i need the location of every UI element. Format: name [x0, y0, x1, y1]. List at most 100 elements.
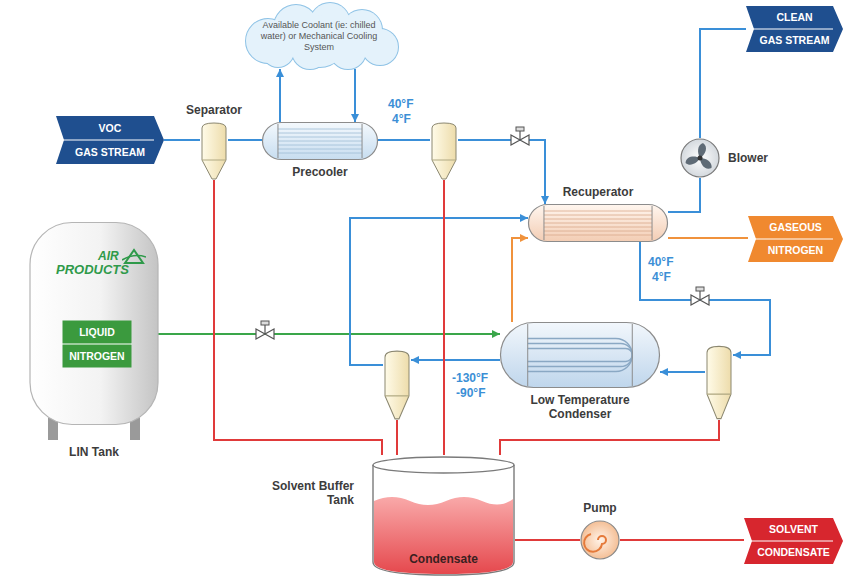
- pipe-connector: [354, 69, 356, 122]
- precooler-exchanger: Precooler: [262, 122, 378, 160]
- tube-sheet: [543, 206, 544, 240]
- stream-text: GAS STREAM: [759, 29, 829, 52]
- coolant-cloud: Available Coolant (ie: chilled water) or…: [238, 3, 400, 69]
- fan-blade: [684, 153, 701, 167]
- tag-body: [746, 6, 843, 52]
- recuperator-exchanger: Recuperator: [528, 204, 668, 242]
- equipment-label: Blower: [728, 151, 768, 165]
- tube-line: [544, 223, 652, 224]
- stream-tag: SOLVENTCONDENSATE: [744, 518, 843, 564]
- tag-divider: [62, 344, 132, 345]
- pump-impeller: [584, 534, 606, 552]
- cloud-fill: [246, 3, 398, 69]
- control-valve: [691, 287, 709, 305]
- buffer-tank: Solvent Buffer TankCondensate: [372, 455, 515, 576]
- pipe-connector: [228, 139, 262, 141]
- tube-line: [278, 149, 362, 150]
- tag-body: [63, 321, 132, 368]
- drain-pipe: [500, 420, 719, 455]
- tube-line: [278, 133, 362, 134]
- pump-symbol: Pump: [580, 520, 620, 560]
- drain-pipe: [396, 420, 398, 455]
- tag-divider: [753, 29, 833, 30]
- logo-text: PRODUCTS: [56, 263, 129, 278]
- tag-divider: [63, 140, 154, 141]
- temperature-label: -90°F: [456, 387, 485, 401]
- stream-text: CLEAN: [776, 6, 812, 29]
- gas-pipe: [350, 218, 528, 365]
- logo-text: AIR: [98, 250, 119, 264]
- tube-line: [544, 235, 652, 236]
- stream-tag: VOCGAS STREAM: [56, 116, 164, 164]
- tube-sheet: [527, 324, 528, 386]
- vessel-shell: [501, 323, 660, 388]
- tube-line: [278, 137, 362, 138]
- fan-blade: [697, 156, 714, 170]
- tube-line: [544, 219, 652, 220]
- tube-line: [278, 141, 362, 142]
- stream-text: NITROGEN: [69, 344, 124, 368]
- separator-vessel: [385, 351, 409, 419]
- equipment-label: Separator: [186, 103, 242, 117]
- separator-vessel: [432, 123, 456, 179]
- condenser-exchanger: Low Temperature Condenser: [500, 322, 660, 388]
- equipment-label: Available Coolant (ie: chilled water) or…: [252, 20, 386, 52]
- pipe-connector: [700, 29, 746, 138]
- control-valve: [256, 321, 274, 339]
- equipment-label: Precooler: [292, 165, 347, 179]
- pipe-connector: [214, 180, 382, 455]
- separator-vessel: [707, 346, 731, 418]
- stream-text: GASEOUS: [769, 216, 822, 239]
- tag-divider: [751, 541, 833, 542]
- stream-tag: CLEANGAS STREAM: [746, 6, 843, 52]
- tube-sheet: [632, 324, 633, 386]
- separator-vessel-outline: [200, 122, 228, 180]
- pump-casing: [581, 521, 619, 559]
- tube-line: [544, 231, 652, 232]
- pipe-connector: [668, 237, 748, 239]
- tube-line: [278, 145, 362, 146]
- tag-body: [56, 116, 164, 164]
- tag-divider: [755, 239, 833, 240]
- gas-pipe: [660, 371, 705, 373]
- equipment-label: Condensate: [372, 552, 515, 566]
- gas-pipe: [378, 139, 430, 141]
- stream-text: LIQUID: [79, 320, 115, 344]
- stream-tag: LIQUIDNITROGEN: [62, 320, 132, 368]
- equipment-label: LIN Tank: [69, 445, 119, 459]
- tube-line: [278, 153, 362, 154]
- temperature-label: -130°F: [452, 372, 488, 386]
- u-tube: [528, 344, 633, 367]
- tag-body: [744, 518, 843, 564]
- blower-symbol: Blower: [680, 138, 720, 178]
- stream-tag: GASEOUSNITROGEN: [748, 216, 843, 262]
- pipe-connector: [279, 69, 281, 122]
- cloud-outline: [246, 3, 398, 69]
- fan-hub: [698, 156, 703, 161]
- recuperator-exchanger-outline: [528, 204, 668, 242]
- lin-tank: LIQUIDNITROGENLIN Tank: [28, 222, 160, 440]
- pipe-connector: [164, 139, 200, 141]
- separator-vessel: Separator: [200, 122, 228, 180]
- temperature-label: 40°F: [648, 256, 673, 270]
- temperature-label: 4°F: [392, 113, 411, 127]
- equipment-label: Recuperator: [563, 185, 634, 199]
- tube-sheet: [652, 206, 653, 240]
- u-tube: [528, 339, 633, 372]
- condenser-exchanger-outline: [500, 322, 660, 388]
- vessel-shell: [263, 123, 378, 160]
- tube-line: [278, 129, 362, 130]
- pipe-connector: [512, 238, 528, 322]
- tank-shell: [30, 223, 158, 425]
- tank-rim: [373, 457, 514, 473]
- tank-shell: [373, 465, 514, 575]
- stream-text: VOC: [99, 116, 122, 140]
- gas-pipe: [411, 359, 500, 361]
- pipe-connector: [515, 539, 580, 541]
- pipe-connector: [620, 539, 744, 541]
- stream-text: GAS STREAM: [75, 140, 145, 164]
- stream-text: SOLVENT: [769, 518, 818, 541]
- vessel-shell: [529, 205, 668, 242]
- blower-symbol-outline: [680, 138, 720, 178]
- tube-line: [544, 227, 652, 228]
